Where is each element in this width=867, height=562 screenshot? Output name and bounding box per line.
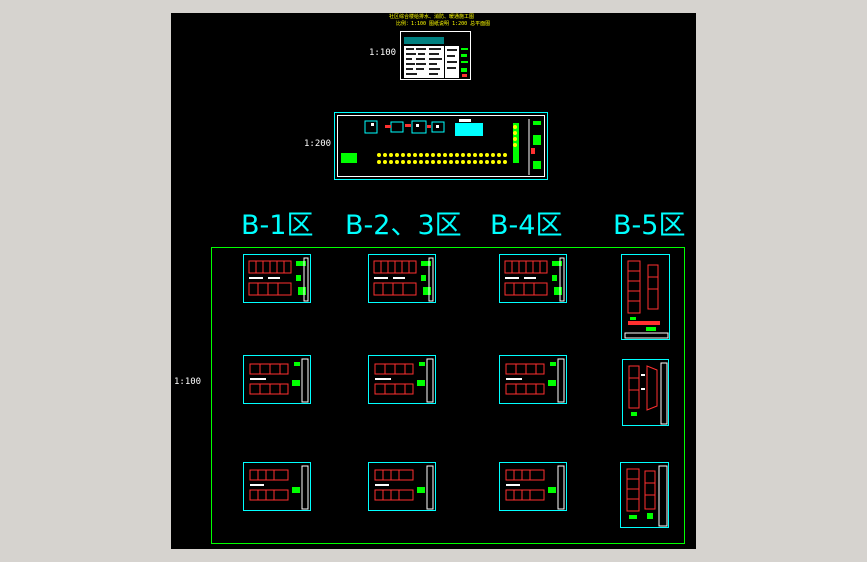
scale-label-grid: 1:100 xyxy=(174,377,202,387)
sheet-b1-row2[interactable] xyxy=(243,355,311,404)
sheet-b23-row3[interactable] xyxy=(368,462,436,511)
scale-label-mid: 1:200 xyxy=(304,139,332,149)
sheet-b1-row3[interactable] xyxy=(243,462,311,511)
sheet-b1-row1[interactable] xyxy=(243,254,311,303)
scale-label-top: 1:100 xyxy=(369,48,397,58)
sheet-b23-row1[interactable] xyxy=(368,254,436,303)
sheet-b4-row1[interactable] xyxy=(499,254,567,303)
sheet-b23-row2[interactable] xyxy=(368,355,436,404)
top-note-line-1: 社区综合楼给排水、消防、暖通施工图 xyxy=(389,14,475,20)
zone-label-b1: B-1区 xyxy=(241,210,314,241)
zone-label-b5: B-5区 xyxy=(613,210,686,241)
grid-frame xyxy=(211,247,685,544)
sheet-b4-row2[interactable] xyxy=(499,355,567,404)
zone-label-b23: B-2、3区 xyxy=(345,210,462,241)
site-plan-content xyxy=(341,119,541,175)
sheet-b5-row1[interactable] xyxy=(621,254,670,340)
sheet-b5-row2[interactable] xyxy=(622,359,669,426)
cad-model-space[interactable]: 社区综合楼给排水、消防、暖通施工图 比例：1:100 图纸说明 1:200 总平… xyxy=(171,13,696,549)
notes-sheet-content xyxy=(404,37,468,78)
top-note-line-2: 比例：1:100 图纸说明 1:200 总平面图 xyxy=(396,21,491,27)
sheet-b5-row3[interactable] xyxy=(620,462,669,528)
drawing-sheet-site-plan[interactable] xyxy=(334,112,548,180)
zone-label-b4: B-4区 xyxy=(490,210,563,241)
sheet-b4-row3[interactable] xyxy=(499,462,567,511)
drawing-sheet-notes[interactable] xyxy=(400,31,471,80)
